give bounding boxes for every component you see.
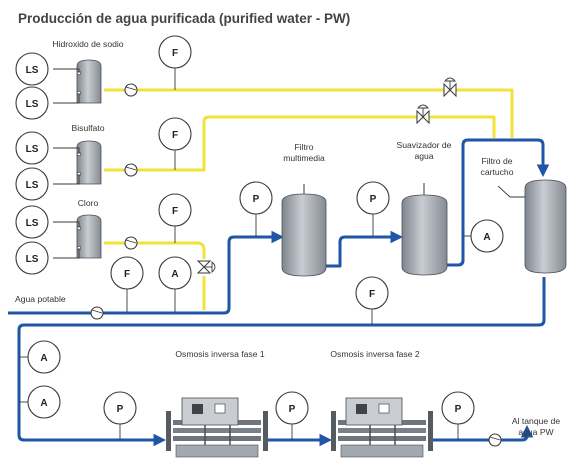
water-lines <box>8 138 550 447</box>
level-switch: LS <box>15 86 49 120</box>
svg-text:LS: LS <box>26 99 39 110</box>
svg-text:F: F <box>172 48 178 59</box>
pump-bisulfite <box>124 163 138 177</box>
svg-text:LS: LS <box>26 65 39 76</box>
pump-chlorine <box>124 236 138 250</box>
analyzer: A <box>158 256 192 313</box>
svg-text:A: A <box>40 398 47 409</box>
vessel-multimedia-filter <box>281 184 327 277</box>
pump-outlet <box>488 433 502 447</box>
vessel-cartridge-filter <box>497 179 567 274</box>
pressure-gauge: P <box>356 181 390 237</box>
vessel-water-softener <box>401 183 448 276</box>
svg-text:LS: LS <box>26 254 39 265</box>
cartridge-filter-label-2: cartucho <box>481 167 514 177</box>
flow-meter: F <box>158 35 192 90</box>
softener-label-2: agua <box>414 151 433 161</box>
tank-sodium-label: Hidroxido de sodio <box>52 39 123 49</box>
flow-meter: F <box>158 193 192 243</box>
svg-text:F: F <box>124 269 130 280</box>
pump-sodium <box>124 83 138 97</box>
level-switch: LS <box>15 131 49 165</box>
svg-text:P: P <box>370 194 377 205</box>
svg-text:F: F <box>172 206 178 217</box>
pressure-gauge: P <box>239 181 273 237</box>
svg-text:LS: LS <box>26 180 39 191</box>
pressure-gauge: P <box>275 391 309 440</box>
svg-text:A: A <box>171 269 178 280</box>
svg-text:P: P <box>289 404 296 415</box>
valve-sodium-line <box>443 77 457 98</box>
page-title: Producción de agua purificada (purified … <box>18 11 350 26</box>
analyzer: A <box>19 340 61 374</box>
analyzer: A <box>463 219 504 253</box>
svg-text:P: P <box>455 404 462 415</box>
svg-text:P: P <box>253 194 260 205</box>
multimedia-filter-label-2: multimedia <box>283 153 325 163</box>
tank-bisulfite-label: Bisulfato <box>72 123 105 133</box>
multimedia-filter-label-1: Filtro <box>294 142 313 152</box>
tank-chlorine-label: Cloro <box>78 198 99 208</box>
flow-meter: F <box>110 256 144 313</box>
pressure-gauge: P <box>441 391 475 440</box>
svg-text:F: F <box>172 130 178 141</box>
pump-inlet <box>90 306 104 320</box>
valve-bisulfite-line <box>416 104 430 125</box>
flow-meter: F <box>158 117 192 170</box>
level-switch: LS <box>15 52 49 86</box>
level-switch: LS <box>15 241 49 275</box>
svg-text:A: A <box>483 232 490 243</box>
tank-chlorine <box>53 214 102 259</box>
ro-stage-2-label: Osmosis inversa fase 2 <box>330 349 420 359</box>
svg-text:LS: LS <box>26 144 39 155</box>
level-switch: LS <box>15 167 49 201</box>
outlet-label-1: Al tanque de <box>512 416 560 426</box>
flow-meter: F <box>355 276 389 325</box>
svg-text:A: A <box>40 353 47 364</box>
tank-sodium-hydroxide <box>53 59 102 104</box>
outlet-label-2: agua PW <box>518 427 554 437</box>
ro-stage-1-label: Osmosis inversa fase 1 <box>175 349 265 359</box>
level-switch: LS <box>15 205 49 239</box>
valve-chlorine-line <box>196 260 216 274</box>
ro-unit-stage-1 <box>166 397 268 458</box>
tank-bisulfite <box>53 140 102 185</box>
ro-unit-stage-2 <box>331 397 433 458</box>
svg-text:F: F <box>369 289 375 300</box>
inlet-label: Agua potable <box>15 294 66 304</box>
softener-label-1: Suavizador de <box>397 140 452 150</box>
pressure-gauge: P <box>103 391 137 440</box>
svg-text:P: P <box>117 404 124 415</box>
chemical-dosing-lines <box>104 88 514 310</box>
svg-text:LS: LS <box>26 218 39 229</box>
cartridge-filter-label-1: Filtro de <box>481 156 512 166</box>
analyzer: A <box>19 385 61 419</box>
